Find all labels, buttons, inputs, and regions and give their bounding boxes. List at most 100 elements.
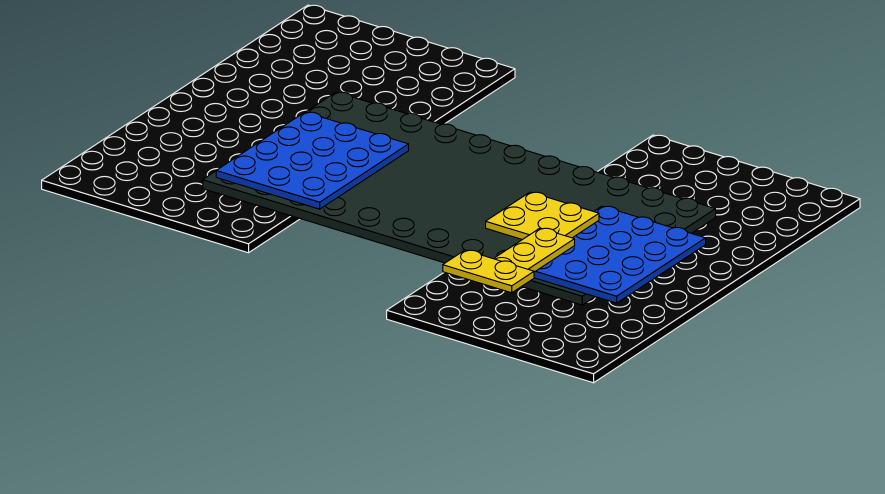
stud-top — [325, 163, 346, 176]
stud — [573, 167, 594, 186]
stud — [504, 207, 525, 226]
stud-top — [566, 261, 587, 274]
stud-top — [195, 143, 216, 156]
stud — [366, 103, 387, 122]
stud-top — [373, 27, 394, 40]
stud — [217, 129, 238, 148]
stud — [755, 232, 776, 251]
stud — [621, 320, 642, 339]
stud-top — [328, 56, 349, 69]
stud-top — [240, 114, 261, 127]
stud — [304, 5, 325, 24]
stud-top — [504, 145, 525, 158]
stud — [566, 261, 587, 280]
stud-top — [306, 70, 327, 83]
stud — [249, 74, 270, 93]
stud — [171, 93, 192, 112]
stud-top — [259, 35, 280, 48]
stud — [306, 70, 327, 89]
stud — [696, 171, 717, 190]
stud-top — [393, 218, 414, 231]
stud — [530, 313, 551, 332]
stud — [439, 307, 460, 326]
stud-top — [504, 207, 525, 220]
stud-top — [94, 177, 115, 190]
stud — [661, 161, 682, 180]
stud — [565, 324, 586, 343]
stud-top — [284, 85, 305, 98]
stud — [405, 296, 426, 315]
stud-top — [405, 296, 426, 309]
stud-top — [667, 228, 688, 241]
stud — [587, 309, 608, 328]
stud-top — [599, 334, 620, 347]
stud-top — [338, 16, 359, 29]
stud — [325, 163, 346, 182]
stud — [151, 173, 172, 192]
stud — [677, 198, 698, 217]
stud — [495, 261, 516, 280]
stud-top — [401, 114, 422, 127]
stud-top — [474, 317, 495, 330]
stud — [476, 58, 497, 77]
stud-top — [269, 167, 290, 180]
stud-top — [227, 89, 248, 102]
stud — [138, 147, 159, 166]
stud-top — [560, 203, 581, 216]
stud — [461, 292, 482, 311]
stud-top — [661, 161, 682, 174]
stud-top — [573, 167, 594, 180]
stud-top — [821, 188, 842, 201]
stud-top — [432, 88, 453, 101]
stud-top — [565, 324, 586, 337]
stud — [193, 78, 214, 97]
stud — [401, 114, 422, 133]
stud — [419, 62, 440, 81]
stud-top — [249, 74, 270, 87]
stud — [442, 48, 463, 67]
stud-top — [765, 192, 786, 205]
stud — [316, 31, 337, 50]
stud-top — [407, 37, 428, 50]
stud-top — [363, 66, 384, 79]
stud-top — [173, 158, 194, 171]
stud — [129, 187, 150, 206]
stud — [363, 66, 384, 85]
stud-top — [608, 177, 629, 190]
stud — [718, 157, 739, 176]
stud — [688, 276, 709, 295]
stud-top — [645, 242, 666, 255]
stud-top — [539, 156, 560, 169]
stud-top — [508, 328, 529, 341]
stud-top — [543, 338, 564, 351]
stud — [642, 188, 663, 207]
stud — [560, 203, 581, 222]
stud — [338, 16, 359, 35]
stud — [428, 229, 449, 248]
stud — [126, 122, 147, 141]
stud-top — [347, 148, 368, 161]
stud — [720, 222, 741, 241]
stud-top — [301, 112, 322, 125]
stud — [577, 349, 598, 368]
stud-top — [232, 219, 253, 232]
stud — [683, 146, 704, 165]
stud-top — [777, 218, 798, 231]
stud — [598, 206, 619, 225]
stud — [332, 92, 353, 111]
stud-top — [375, 92, 396, 105]
stud — [313, 138, 334, 157]
stud — [259, 35, 280, 54]
stud-top — [60, 166, 81, 179]
stud — [350, 41, 371, 60]
stud-top — [366, 103, 387, 116]
stud — [504, 145, 525, 164]
stud — [227, 89, 248, 108]
stud — [116, 162, 137, 181]
stud-top — [332, 92, 353, 105]
stud-top — [262, 100, 283, 113]
stud — [610, 232, 631, 251]
stud — [163, 198, 184, 217]
stud-top — [163, 198, 184, 211]
stud — [461, 250, 482, 269]
